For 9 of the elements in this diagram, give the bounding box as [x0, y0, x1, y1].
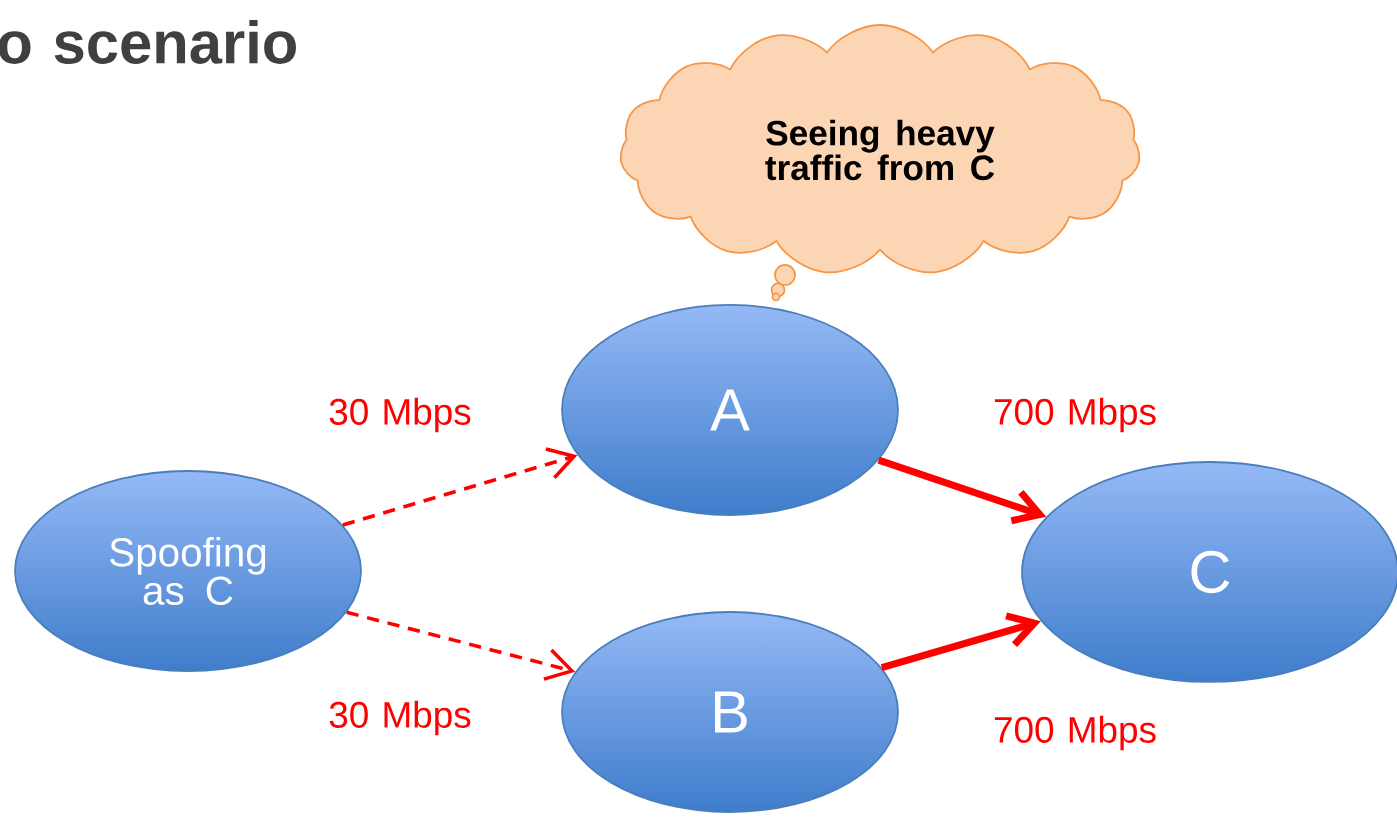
edge-label: 700 Mbps — [994, 715, 1156, 751]
thought-cloud: Seeing heavy traffic from C — [619, 24, 1141, 302]
arrow — [346, 610, 576, 681]
arrow — [880, 612, 1041, 672]
arrow — [877, 456, 1047, 525]
edge-label: 30 Mbps — [329, 397, 471, 433]
arrow — [342, 447, 578, 527]
edge-label: 700 Mbps — [994, 397, 1156, 433]
edge-label: 30 Mbps — [329, 700, 471, 736]
